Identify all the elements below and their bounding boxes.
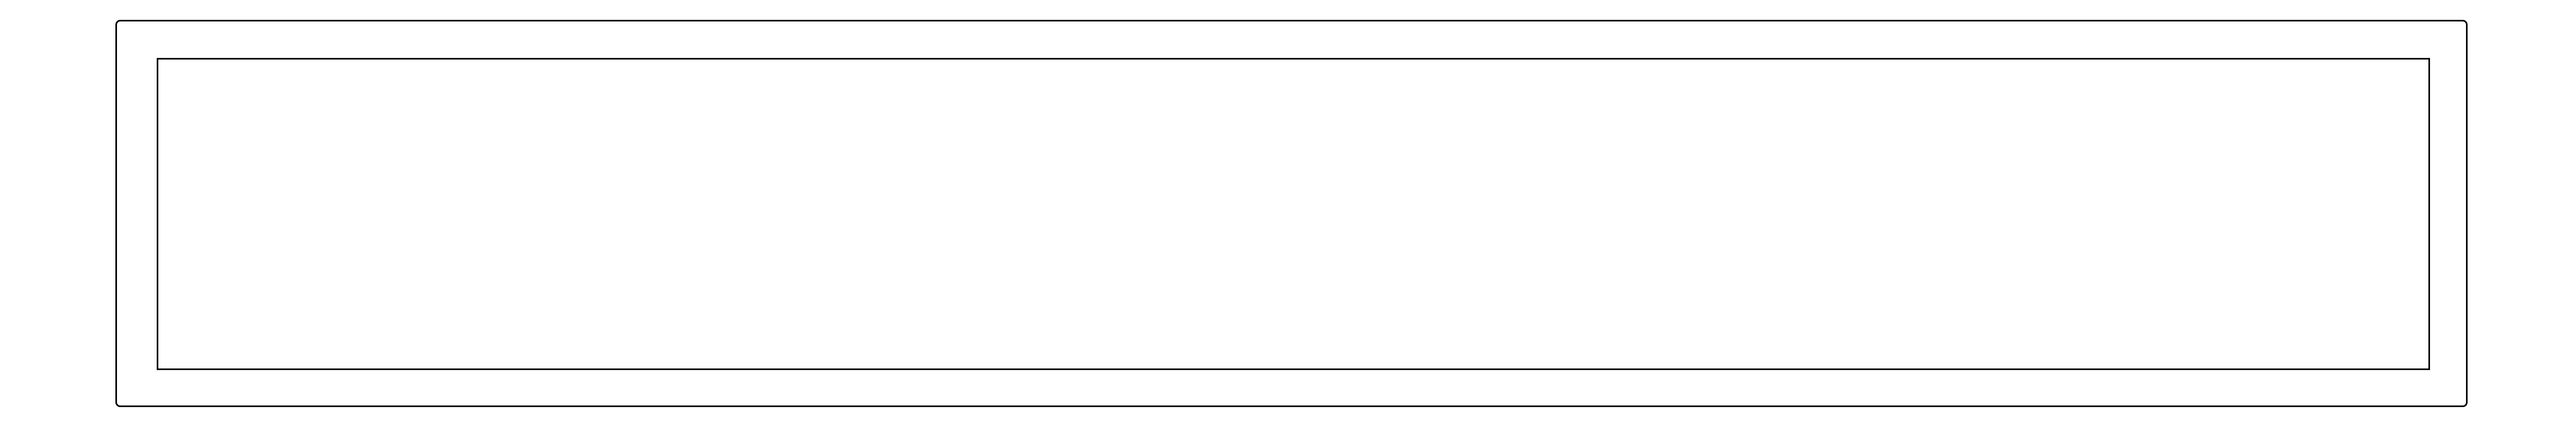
content-panel	[157, 58, 2430, 370]
outer-frame	[115, 20, 2468, 407]
